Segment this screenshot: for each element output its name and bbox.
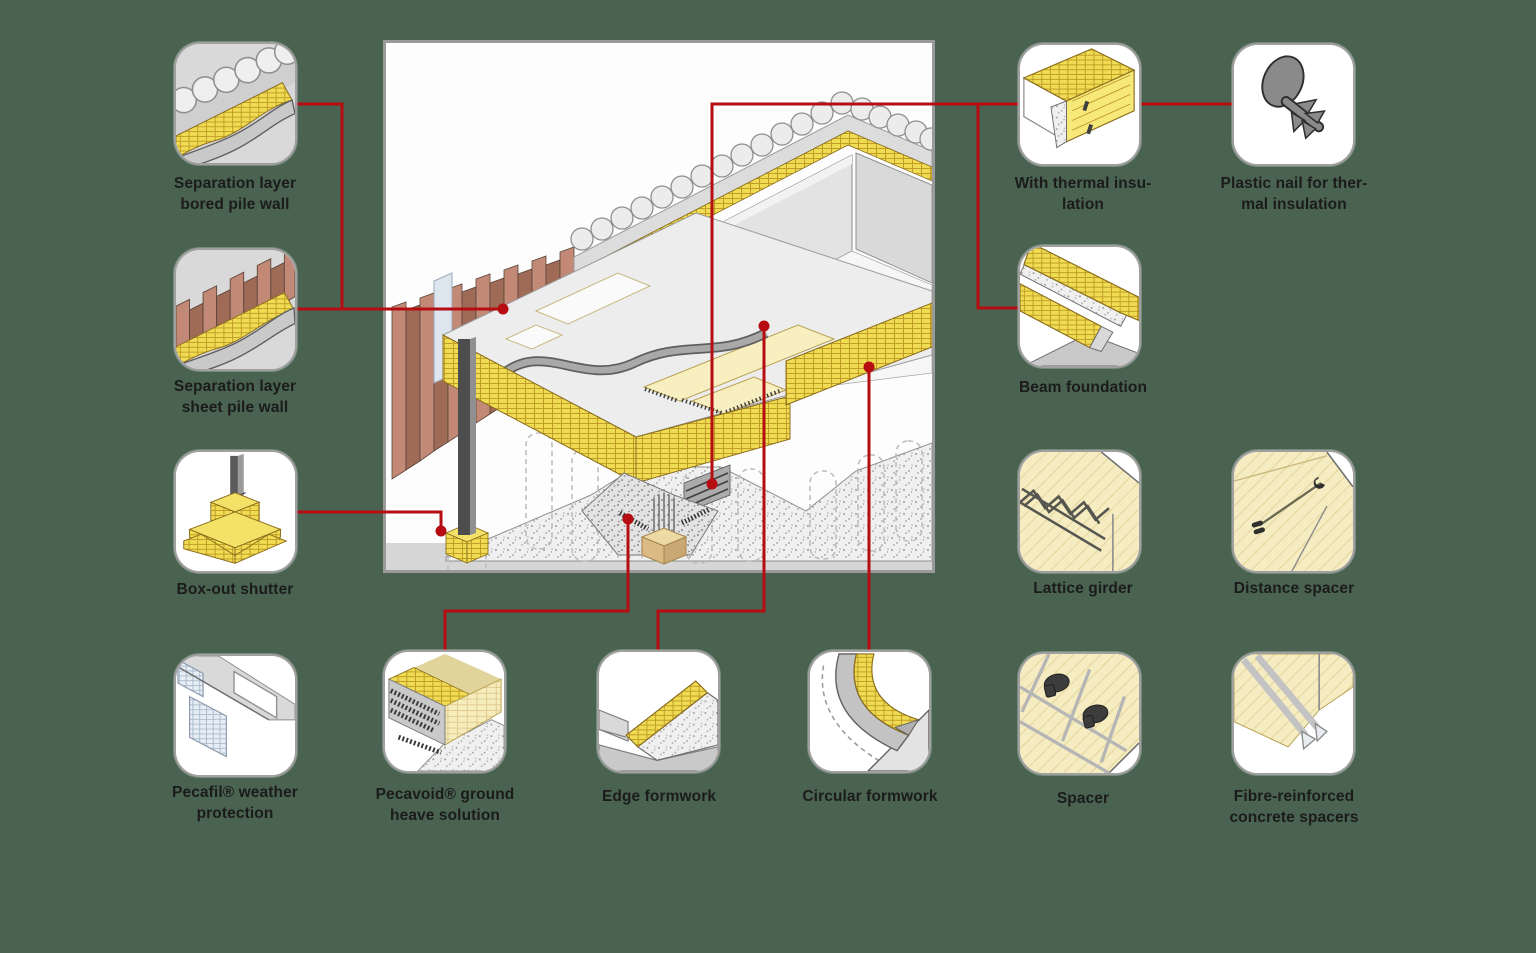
label-pecavoid: Pecavoid® ground heave solution [375,786,515,824]
label-spacer: Spacer [1056,790,1110,807]
thumb-plastic-nail [1232,43,1355,166]
thumb-edge-formwork [597,650,720,773]
label-circular-formwork: Circular formwork [802,788,938,805]
thumb-pecafil-weather [174,654,297,777]
thumb-distance-spacer [1232,450,1355,573]
thumb-pecavoid [383,650,506,773]
thermal-insulation-icon [1020,45,1139,164]
edge-formwork-icon [599,652,718,771]
thumb-circular-formwork [808,650,931,773]
label-lattice-girder: Lattice girder [1033,580,1133,597]
label-beam-foundation: Beam foundation [1018,379,1148,396]
thumb-box-out-shutter [174,450,297,573]
pecafil-weather-icon [176,656,295,775]
label-pecafil-weather: Pecafil® weather protection [172,784,298,822]
plastic-nail-icon [1234,45,1353,164]
steel-column-flange [470,337,476,535]
thumb-fibre-spacers [1232,652,1355,775]
label-fibre-spacers: Fibre-reinforced concrete spacers [1229,788,1359,826]
main-diagram-illustration [386,43,943,604]
separation-bored-pile-icon [176,44,295,163]
lattice-girder-icon [1020,452,1139,571]
steel-column [458,339,470,535]
distance-spacer-icon [1234,452,1353,571]
thumb-separation-sheet-pile [174,248,297,371]
label-separation-sheet-pile: Separation layer sheet pile wall [173,378,297,416]
label-box-out-shutter: Box-out shutter [176,581,294,598]
label-plastic-nail: Plastic nail for ther- mal insulation [1220,175,1368,213]
fibre-spacers-icon [1234,654,1353,773]
label-distance-spacer: Distance spacer [1233,580,1355,597]
pecavoid-icon [385,652,504,771]
label-edge-formwork: Edge formwork [601,788,717,805]
box-out-shutter-icon [176,452,295,571]
thumb-separation-bored-pile [174,42,297,165]
beam-foundation-icon [1020,247,1139,366]
spacer-icon [1020,654,1139,773]
thumb-lattice-girder [1018,450,1141,573]
label-thermal-insulation: With thermal insu- lation [1014,175,1152,213]
main-diagram [383,40,943,604]
thumb-spacer [1018,652,1141,775]
label-separation-bored-pile: Separation layer bored pile wall [173,175,297,213]
thumb-beam-foundation [1018,245,1141,368]
separation-sheet-pile-icon [176,250,295,369]
circular-formwork-icon [810,652,929,771]
thumb-thermal-insulation [1018,43,1141,166]
